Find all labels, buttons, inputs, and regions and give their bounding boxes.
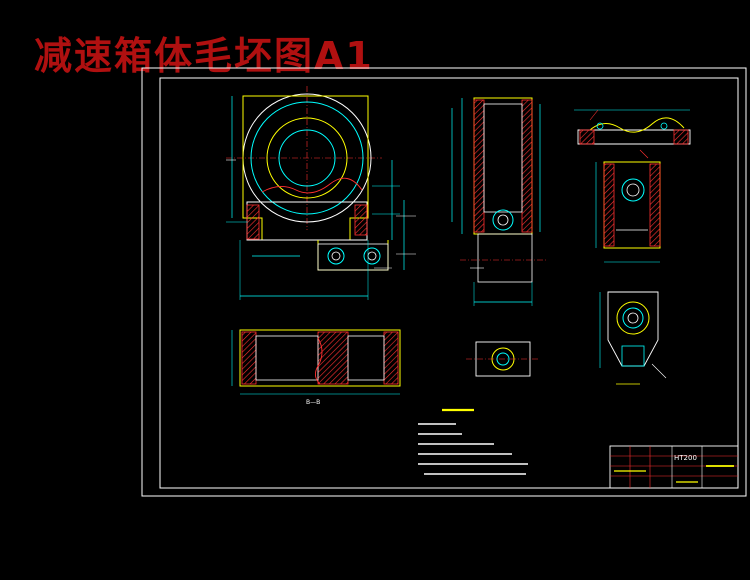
title-block-part-code: HT200 [674, 454, 697, 462]
side-view [451, 97, 548, 306]
technical-notes [418, 408, 528, 475]
detail-top-edge [574, 109, 691, 145]
detail-lug [599, 291, 667, 379]
drawing-title: 减速箱体毛坯图A1 [34, 34, 374, 78]
section-label: B—B [306, 399, 320, 406]
outer-frame [141, 67, 747, 497]
detail-boss-view [466, 341, 540, 377]
front-view [226, 86, 416, 300]
detail-section-right [595, 161, 661, 263]
inner-frame [159, 77, 739, 489]
title-block: HT200 [609, 445, 739, 489]
section-view-b-b: B—B [231, 329, 401, 406]
cut-markers [226, 109, 649, 385]
